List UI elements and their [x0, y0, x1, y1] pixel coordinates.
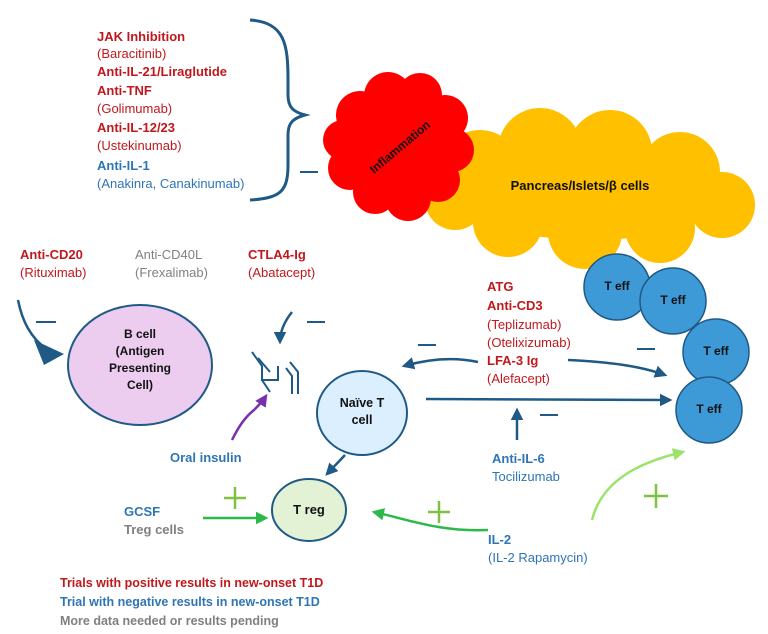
il1223-name: Anti-IL-12/23 [97, 120, 176, 135]
ctla4-name: CTLA4-Ig [248, 247, 306, 262]
il21-name: Anti-IL-21/Liraglutide [97, 64, 227, 79]
bcell-line-4: Cell) [126, 378, 153, 392]
atg-name: ATG [487, 279, 514, 294]
receptor-symbol [251, 351, 299, 394]
pancreas-label: Pancreas/Islets/β cells [510, 178, 650, 193]
bcell-label: B cell (Antigen Presenting Cell) [88, 326, 192, 394]
legend-positive: Trials with positive results in new-onse… [60, 576, 324, 590]
arrow-naive-to-treg [325, 454, 346, 476]
cd20-drug: (Rituximab) [20, 265, 87, 280]
bcell-line-3: Presenting [108, 361, 171, 375]
naive-line-1: Naïve T [339, 396, 385, 410]
brace-shape [249, 18, 311, 202]
bcell-ellipse [67, 304, 213, 426]
arrow-ctla4-to-receptor [273, 311, 293, 345]
arrow-naive-to-teff [425, 393, 673, 407]
legend-negative: Trial with negative results in new-onset… [60, 595, 320, 609]
arrow-il2-to-teff [590, 448, 686, 521]
oral-insulin-name: Oral insulin [170, 450, 242, 465]
tnf-name: Anti-TNF [97, 83, 152, 98]
naive-t-label: Naïve T cell [322, 395, 402, 429]
jak-name: JAK Inhibition [97, 29, 186, 44]
bcell-line-2: (Antigen [115, 344, 165, 358]
cd3-drug2: (Otelixizumab) [487, 335, 571, 350]
arrow-oral-insulin [230, 393, 268, 441]
arrow-cd20-to-bcell [16, 299, 49, 352]
jak-drug: (Baracitinib) [97, 46, 167, 61]
treg-ellipse [271, 478, 347, 542]
gcsf-sub: Treg cells [124, 522, 184, 537]
lfa3-name: LFA-3 Ig [487, 353, 539, 368]
gcsf-name: GCSF [124, 504, 161, 519]
il2-name: IL-2 [488, 532, 512, 547]
arrow-to-naive-from-cd3 [401, 357, 479, 370]
ctla4-drug: (Abatacept) [248, 265, 316, 280]
teff-label-4: T eff [696, 402, 722, 416]
cd20-name: Anti-CD20 [20, 247, 83, 262]
cd3-drug1: (Teplizumab) [487, 317, 562, 332]
teff-label-2: T eff [660, 293, 686, 307]
il1223-drug: (Ustekinumab) [97, 138, 182, 153]
arrow-cd3-to-teff [567, 358, 668, 378]
cd40l-name: Anti-CD40L [135, 247, 203, 262]
teff-label-1: T eff [604, 279, 630, 293]
il1-drug: (Anakinra, Canakinumab) [97, 176, 245, 191]
il6-name: Anti-IL-6 [492, 451, 545, 466]
inflammation-cloud [323, 72, 474, 221]
bcell-line-1: B cell [123, 327, 156, 341]
plus-sign-gcsf [224, 487, 246, 509]
naive-line-2: cell [351, 413, 373, 427]
il1-name: Anti-IL-1 [97, 158, 150, 173]
il2-drug: (IL-2 Rapamycin) [488, 550, 588, 565]
pancreas-cloud [425, 108, 755, 269]
teff-circle-4 [675, 376, 743, 444]
legend-pending: More data needed or results pending [60, 614, 279, 628]
plus-sign-il2-teff [644, 484, 668, 508]
arrow-il2-to-treg [371, 508, 489, 532]
lfa3-drug: (Alefacept) [487, 371, 550, 386]
cd3-name: Anti-CD3 [487, 298, 543, 313]
cd40l-drug: (Frexalimab) [135, 265, 208, 280]
treg-label: T reg [293, 502, 325, 517]
teff-circle-2 [639, 267, 707, 335]
arrowhead-cd20 [34, 340, 64, 365]
plus-sign-il2-treg [428, 501, 450, 523]
il6-drug: Tocilizumab [492, 469, 560, 484]
naive-t-ellipse [316, 370, 408, 456]
tnf-drug: (Golimumab) [97, 101, 173, 116]
teff-label-3: T eff [703, 344, 729, 358]
